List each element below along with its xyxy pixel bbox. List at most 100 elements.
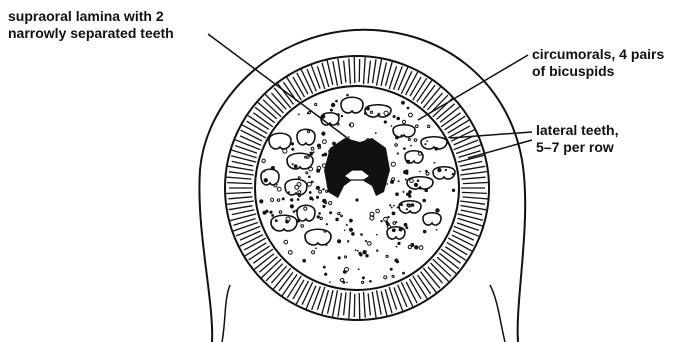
papilla-dot (392, 228, 396, 232)
fringe-line (296, 281, 308, 304)
papilla-dot (391, 207, 393, 209)
papilla-dot (397, 242, 400, 245)
papilla-dot (358, 268, 360, 270)
fringe-line (401, 71, 412, 94)
label-lateral-line1: lateral teeth, (536, 122, 618, 139)
fringe-line (461, 206, 487, 210)
fringe-line (226, 177, 252, 179)
fringe-line (307, 69, 316, 91)
fringe-line (377, 58, 382, 86)
papilla-dot (315, 103, 317, 105)
papilla-dot (297, 183, 301, 187)
papilla-dot (349, 228, 353, 232)
horny-tooth (287, 153, 313, 169)
papilla-dot (288, 251, 292, 255)
papilla-dot (335, 218, 339, 222)
fringe-line (377, 290, 382, 315)
papilla-dot (362, 281, 364, 283)
fringe-line (406, 72, 418, 95)
papilla-dot (326, 223, 328, 225)
disc-outer-ring (225, 56, 489, 320)
papilla-dot (329, 202, 332, 205)
fringe-line (359, 59, 360, 82)
fringe-line (410, 279, 422, 299)
papilla-dot (357, 250, 359, 252)
fringe-line (227, 183, 252, 184)
fringe-line (372, 292, 376, 318)
papilla-dot (369, 280, 372, 283)
papilla-dot (323, 266, 326, 269)
papilla-dot (384, 276, 387, 279)
papilla-dot (405, 170, 409, 174)
papilla-dot (403, 191, 405, 193)
fringe-line (463, 197, 489, 199)
papilla-dot (394, 259, 398, 263)
papilla-dot (319, 190, 322, 193)
fringe-line (454, 226, 479, 236)
fringe-line (462, 166, 486, 170)
fringe-line (462, 192, 487, 193)
papilla-dot (265, 210, 268, 213)
papilla-dot (411, 203, 415, 207)
horny-tooth (297, 129, 315, 145)
papilla-dot (401, 101, 405, 105)
papilla-dot (271, 214, 274, 217)
papilla-dot (405, 179, 407, 181)
fringe-line (349, 292, 351, 319)
fringe-line (368, 293, 370, 315)
papilla-dot (312, 199, 314, 201)
papilla-dot (259, 199, 263, 203)
fringe-line (332, 290, 337, 318)
papilla-dot (290, 204, 294, 208)
fringe-line (428, 267, 443, 283)
label-supraoral-line1: supraoral lamina with 2 (8, 8, 174, 25)
fringe-line (445, 116, 466, 130)
papilla-dot (330, 109, 333, 112)
papilla-dot (384, 120, 387, 123)
fringe-line (421, 85, 435, 103)
papilla-dot (452, 189, 455, 192)
papilla-dot (386, 183, 388, 185)
papilla-dot (393, 222, 396, 225)
fringe-line (236, 226, 260, 236)
papilla-dot (392, 212, 396, 216)
fringe-line (293, 280, 304, 299)
papilla-dot (271, 198, 274, 201)
label-lateral-line2: 5–7 per row (536, 139, 618, 156)
papilla-dot (407, 107, 410, 110)
fringe-line (241, 130, 263, 141)
papilla-dot (318, 212, 321, 215)
papilla-dot (393, 205, 395, 207)
fringe-line (406, 282, 417, 303)
fringe-line (271, 93, 286, 109)
oral-fringe (226, 56, 489, 320)
papilla-dot (368, 242, 372, 246)
papilla-dot (309, 191, 312, 194)
papilla-dot (404, 223, 408, 227)
papilla-dot (419, 246, 423, 250)
papilla-dot (436, 229, 438, 231)
fringe-line (398, 66, 408, 90)
fringe-line (368, 61, 370, 84)
fringe-line (463, 183, 488, 184)
papilla-dot (427, 125, 430, 128)
fringe-line (244, 238, 266, 250)
fringe-line (452, 235, 474, 246)
horny-tooth (393, 125, 415, 137)
papilla-dot (293, 211, 295, 213)
papilla-dot (408, 246, 411, 249)
papilla-dot (349, 219, 353, 223)
papilla-dot (391, 125, 393, 127)
fringe-line (461, 210, 483, 215)
fringe-line (373, 59, 377, 83)
papilla-dot (321, 132, 325, 136)
papilla-dot (307, 182, 311, 186)
papilla-dot (355, 249, 357, 251)
papilla-dot (343, 270, 347, 274)
papilla-dot (317, 215, 320, 218)
fringe-line (226, 192, 251, 193)
papilla-dot (376, 209, 380, 213)
label-supraoral: supraoral lamina with 2 narrowly separat… (8, 8, 174, 42)
papilla-dot (320, 217, 322, 219)
fringe-line (364, 57, 366, 84)
